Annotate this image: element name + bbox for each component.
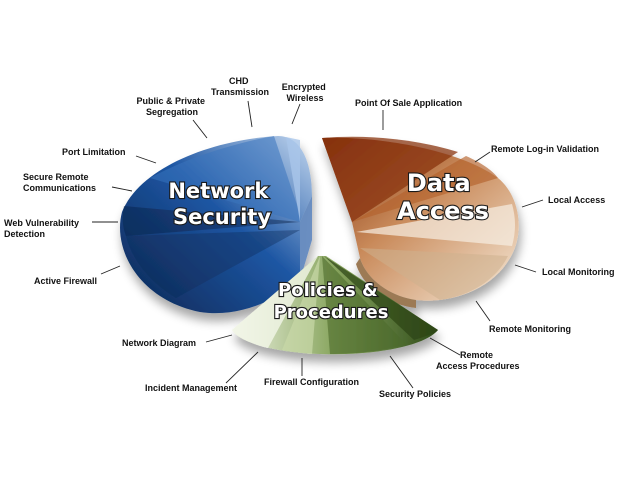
- policies-segment: [232, 256, 438, 355]
- policies-title-line-1: Policies &: [278, 280, 378, 301]
- network-title-line-2: Security: [173, 205, 271, 229]
- policies-band-2: [282, 256, 320, 354]
- network-labels: Active Firewall Web Vulnerability Detect…: [4, 76, 329, 286]
- leader-secure-remote: [111, 186, 133, 192]
- label-remote-access-procedures: Remote Access Procedures: [436, 350, 520, 371]
- label-secure-remote: Secure Remote Communications: [23, 172, 96, 193]
- data-band-1: [322, 136, 458, 222]
- data-title-line-1: Data: [407, 169, 471, 197]
- label-remote-login: Remote Log-in Validation: [491, 144, 599, 154]
- network-band-3: [122, 206, 300, 236]
- label-firewall-configuration: Firewall Configuration: [264, 377, 359, 387]
- leader-local-access: [521, 199, 544, 208]
- label-encrypted: Encrypted Wireless: [282, 82, 329, 103]
- label-security-policies: Security Policies: [379, 389, 451, 399]
- leader-local-monitoring: [514, 264, 537, 273]
- label-incident-management: Incident Management: [145, 383, 237, 393]
- network-band-2: [286, 137, 300, 222]
- label-active-firewall: Active Firewall: [34, 276, 97, 286]
- label-network-diagram: Network Diagram: [122, 338, 196, 348]
- label-web-vulnerability: Web Vulnerability Detection: [4, 218, 82, 239]
- data-access-segment: [322, 136, 519, 308]
- label-chd: CHD Transmission: [211, 76, 269, 97]
- leader-remote-login: [474, 151, 491, 163]
- leader-chd: [247, 100, 253, 128]
- leader-remote-access: [429, 337, 461, 356]
- network-edge: [300, 196, 312, 280]
- label-public-private: Public & Private Segregation: [136, 96, 207, 117]
- data-band-2: [352, 156, 498, 222]
- data-title: Data Access: [397, 169, 489, 225]
- policies-title-line-2: Procedures: [274, 302, 389, 323]
- leader-network-diagram: [205, 334, 233, 343]
- leader-active-firewall: [100, 265, 121, 275]
- label-local-access: Local Access: [548, 195, 605, 205]
- policies-band-4: [324, 256, 438, 340]
- label-remote-monitoring: Remote Monitoring: [489, 324, 571, 334]
- policies-band-1: [232, 256, 318, 348]
- network-title: Network Security: [168, 179, 275, 229]
- leader-public-private: [192, 119, 208, 139]
- data-band-4: [360, 248, 508, 300]
- label-pos-application: Point Of Sale Application: [355, 98, 462, 108]
- pie-group: [120, 136, 519, 355]
- leader-remote-monitoring: [475, 300, 491, 322]
- leader-encrypted: [291, 103, 301, 125]
- policies-title: Policies & Procedures: [274, 280, 389, 323]
- data-labels: Point Of Sale Application Remote Log-in …: [355, 98, 615, 334]
- network-band-4: [126, 230, 300, 298]
- network-title-line-1: Network: [168, 179, 269, 203]
- policies-band-3: [322, 256, 406, 354]
- network-band-1: [150, 136, 300, 222]
- label-port-limitation: Port Limitation: [62, 147, 126, 157]
- network-security-segment: [120, 136, 313, 314]
- policies-labels: Remote Access Procedures Security Polici…: [122, 338, 520, 399]
- data-title-line-2: Access: [397, 197, 489, 225]
- leader-lines: [92, 100, 544, 389]
- leader-incident: [225, 351, 259, 384]
- label-local-monitoring: Local Monitoring: [542, 267, 615, 277]
- leader-port-limitation: [135, 155, 157, 164]
- data-band-3: [356, 204, 515, 246]
- leader-security-policies: [389, 355, 414, 389]
